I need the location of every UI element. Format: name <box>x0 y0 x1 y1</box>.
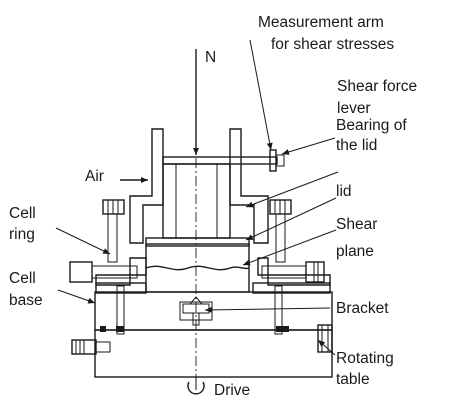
label-lid: lid <box>336 183 352 200</box>
label-normal-force: N <box>205 49 216 66</box>
measurement-shaft <box>162 163 231 239</box>
left-drive-screw <box>71 339 111 355</box>
vertical-screws <box>102 199 292 263</box>
label-bearing-lid-line2: the lid <box>336 137 377 154</box>
label-shear-plane-line2: plane <box>336 243 374 260</box>
label-bearing-lid-line1: Bearing of <box>336 117 407 134</box>
label-rotating-table-line1: Rotating <box>336 350 394 367</box>
cell-base <box>94 291 333 331</box>
label-air: Air <box>85 168 104 185</box>
label-shear-plane-line1: Shear <box>336 216 377 233</box>
label-shear-force-lever-line2: lever <box>337 100 371 117</box>
sample <box>145 243 250 293</box>
label-bracket: Bracket <box>336 300 389 317</box>
lid-bearing <box>129 128 269 244</box>
cell-ring <box>95 257 331 294</box>
measurement-arm <box>162 149 285 172</box>
label-measurement-arm-line1: Measurement arm <box>258 14 384 31</box>
label-rotating-table-line2: table <box>336 371 370 388</box>
label-measurement-arm-line2: for shear stresses <box>271 36 394 53</box>
label-shear-force-lever-line1: Shear force <box>337 78 417 95</box>
label-cell-base-line2: base <box>9 292 43 309</box>
leader-lines <box>55 39 339 356</box>
rotating-table <box>94 329 333 378</box>
drive-rotation-icon <box>187 376 205 395</box>
ring-screws <box>69 261 325 283</box>
label-cell-ring-line2: ring <box>9 226 35 243</box>
label-cell-ring-line1: Cell <box>9 205 36 222</box>
right-lugs <box>317 324 333 353</box>
label-cell-base-line1: Cell <box>9 270 36 287</box>
base-bolts <box>100 285 289 335</box>
lid <box>145 237 250 247</box>
label-drive: Drive <box>214 382 250 399</box>
